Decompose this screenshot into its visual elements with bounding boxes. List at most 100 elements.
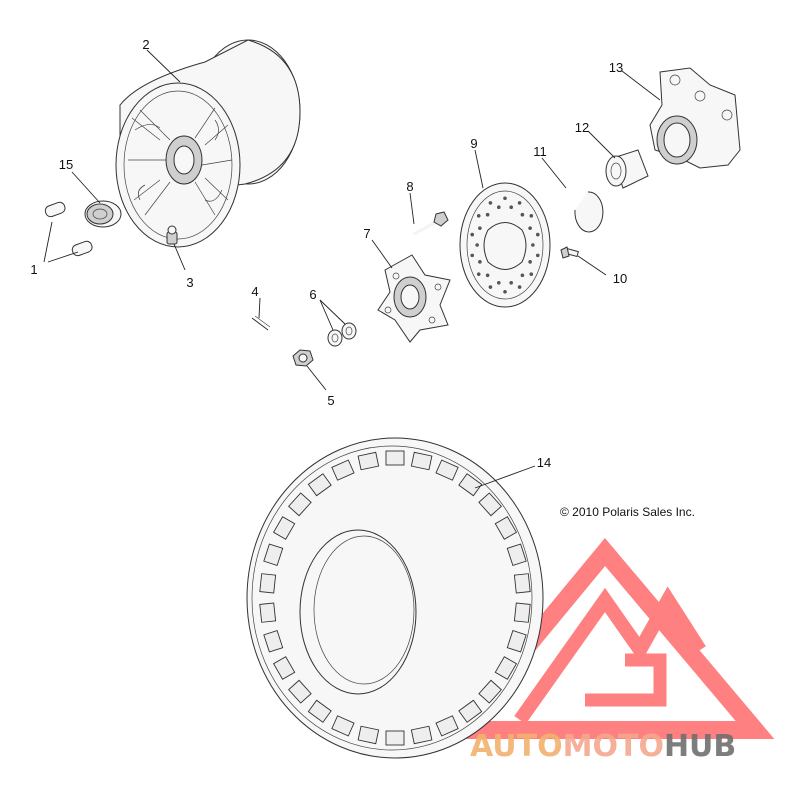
tread-block — [506, 629, 527, 653]
disc-hole — [488, 285, 493, 289]
tread-block — [307, 473, 332, 497]
tread-block — [307, 699, 332, 723]
disc-vent-holes — [470, 196, 540, 294]
callout-3: 3 — [186, 275, 193, 290]
rim-wheel — [115, 39, 301, 248]
disc-hole — [528, 226, 532, 230]
tread-block — [478, 492, 502, 517]
callout-6: 6 — [309, 287, 316, 302]
wheel-cap — [84, 200, 122, 228]
wheel-bearing — [605, 149, 649, 189]
disc-hole — [470, 253, 475, 258]
caliper-bolt — [560, 246, 579, 259]
tread-block — [513, 573, 531, 594]
tread-block — [458, 699, 483, 723]
disc-hole — [520, 273, 525, 278]
washers — [327, 322, 357, 347]
tread-block — [435, 715, 459, 737]
disc-hole — [503, 196, 507, 201]
disc-hole — [535, 232, 540, 237]
tread-block — [506, 543, 527, 567]
callout-4: 4 — [251, 284, 258, 299]
disc-hole — [485, 212, 490, 217]
disc-hole — [529, 214, 534, 218]
svg-text:AUTOMOTOHUB: AUTOMOTOHUB — [470, 729, 736, 764]
tread-block — [259, 602, 277, 623]
disc-hole — [485, 273, 490, 278]
leader-lines — [43, 49, 661, 489]
callout-11: 11 — [533, 144, 547, 159]
callout-12: 12 — [575, 120, 589, 135]
tread-block — [513, 602, 531, 623]
disc-hole — [531, 243, 535, 247]
tread-block — [288, 679, 312, 704]
tread-block — [263, 629, 284, 653]
bearing-carrier — [649, 67, 741, 169]
tread-block — [494, 516, 518, 540]
disc-hole — [476, 272, 481, 276]
hub-bolt — [413, 211, 449, 236]
disc-hole — [509, 280, 514, 285]
tire-tread-blocks — [259, 450, 531, 746]
disc-hole — [509, 205, 514, 210]
tread-block — [494, 656, 518, 680]
callout-13: 13 — [609, 60, 623, 75]
disc-hole — [496, 280, 501, 285]
logo-g-stroke — [585, 653, 667, 707]
tread-block — [288, 492, 312, 517]
tread-block — [478, 679, 502, 704]
disc-hole — [535, 253, 540, 258]
callout-2: 2 — [142, 37, 149, 52]
disc-hole — [517, 201, 522, 205]
callout-7: 7 — [363, 226, 370, 241]
disc-hole — [520, 212, 525, 217]
callout-10: 10 — [613, 271, 627, 286]
tread-block — [259, 573, 277, 594]
tread-block — [410, 451, 433, 471]
callout-8: 8 — [406, 179, 413, 194]
disc-hole — [517, 285, 522, 289]
automotohub-wordmark: AUTOMOTOHUB — [470, 729, 736, 764]
disc-hole — [488, 201, 493, 205]
tread-block — [357, 725, 380, 745]
disc-hole — [529, 272, 534, 276]
disc-hole — [478, 260, 482, 264]
disc-hole — [476, 214, 481, 218]
copyright-notice: © 2010 Polaris Sales Inc. — [560, 505, 695, 519]
tread-block — [385, 730, 405, 746]
disc-hole — [503, 289, 507, 294]
wordmark-moto: MOTO — [563, 729, 664, 764]
tread-block — [435, 459, 459, 481]
wordmark-auto: AUTO — [470, 729, 563, 764]
valve-stem — [166, 225, 178, 245]
disc-hole — [496, 205, 501, 210]
callout-labels: 1 2 3 4 5 6 7 8 9 10 11 12 13 14 15 — [30, 37, 627, 470]
wordmark-hub: HUB — [664, 729, 736, 764]
callout-14: 14 — [537, 455, 551, 470]
wheel-hub — [377, 254, 451, 343]
disc-hole — [475, 243, 479, 247]
disc-hole — [528, 260, 532, 264]
callout-15: 15 — [59, 157, 73, 172]
callout-9: 9 — [470, 136, 477, 151]
hub-nut — [292, 349, 314, 367]
callout-1: 1 — [30, 262, 37, 277]
tread-block — [331, 715, 355, 737]
tread-block — [385, 450, 405, 466]
brake-disc — [459, 182, 551, 308]
tread-block — [331, 459, 355, 481]
disc-hole — [478, 226, 482, 230]
snap-ring — [574, 191, 604, 233]
tread-block — [272, 516, 296, 540]
tread-block — [458, 473, 483, 497]
tread-block — [357, 451, 380, 471]
callout-5: 5 — [327, 393, 334, 408]
tread-block — [263, 543, 284, 567]
disc-hole — [470, 232, 475, 237]
tire — [246, 437, 544, 759]
logo-m-stroke — [514, 586, 706, 725]
tread-block — [410, 725, 433, 745]
tread-block — [272, 656, 296, 680]
cotter-pin — [251, 315, 271, 331]
